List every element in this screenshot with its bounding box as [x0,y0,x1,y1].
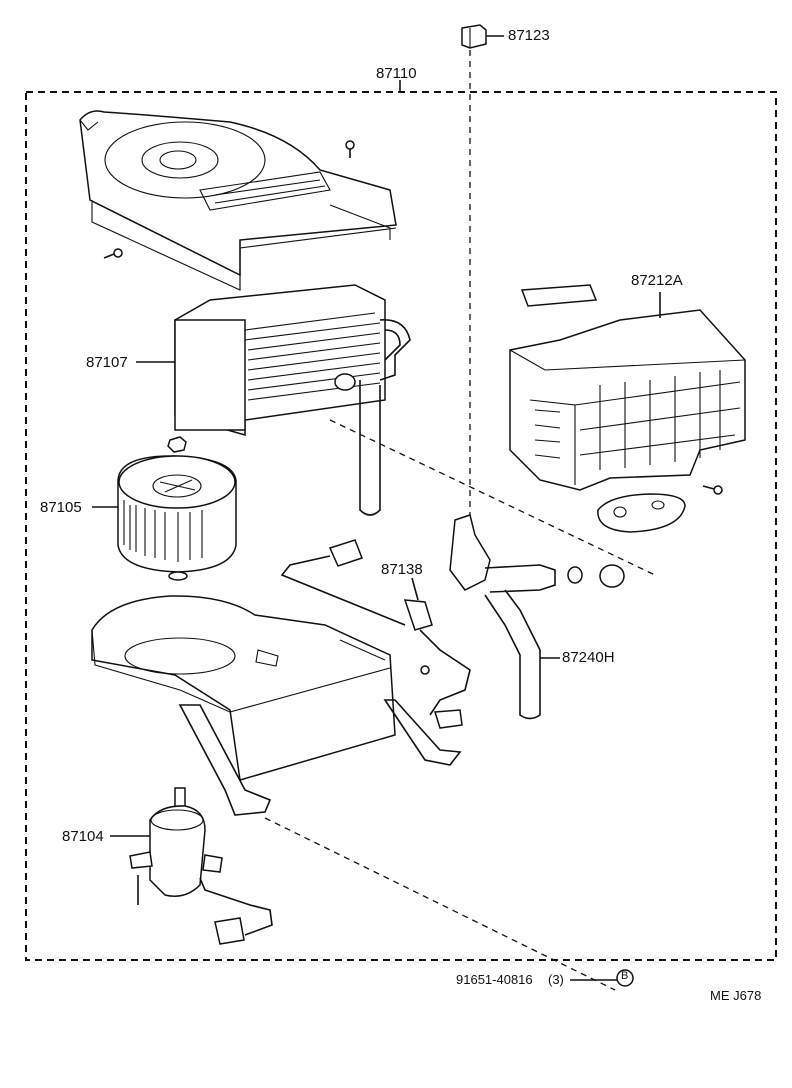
label-wire-harness: 87138 [381,561,423,578]
lower-case [91,595,462,816]
screw-right [702,485,723,495]
label-screw: 91651-40816 [456,972,533,987]
washer [168,571,188,581]
water-valve-87240H [449,514,625,720]
screw-marker-b [570,969,634,987]
label-blower-fan: 87105 [40,499,82,516]
label-screw-marker: B [621,970,629,982]
label-relay: 87123 [508,27,550,44]
unit-case-87212A [509,284,746,491]
grommet [597,493,686,533]
label-blower-motor: 87104 [62,828,104,845]
relay-87123 [461,24,504,49]
upper-case [79,110,397,291]
label-water-valve: 87240H [562,649,615,666]
label-heater-core: 87107 [86,354,128,371]
label-assembly: 87110 [376,65,417,82]
assembly-boundary [25,91,777,961]
label-unit-case: 87212A [631,272,683,289]
label-code: ME J678 [710,988,762,1003]
screw-top [345,140,355,158]
screw-left [103,248,123,259]
heater-core-87107 [136,284,411,516]
label-screw-qty: (3) [548,972,564,987]
blower-fan-87105 [92,455,237,573]
nut [167,436,187,453]
wire-harness-87138 [280,539,471,729]
blower-motor-87104 [110,787,273,945]
